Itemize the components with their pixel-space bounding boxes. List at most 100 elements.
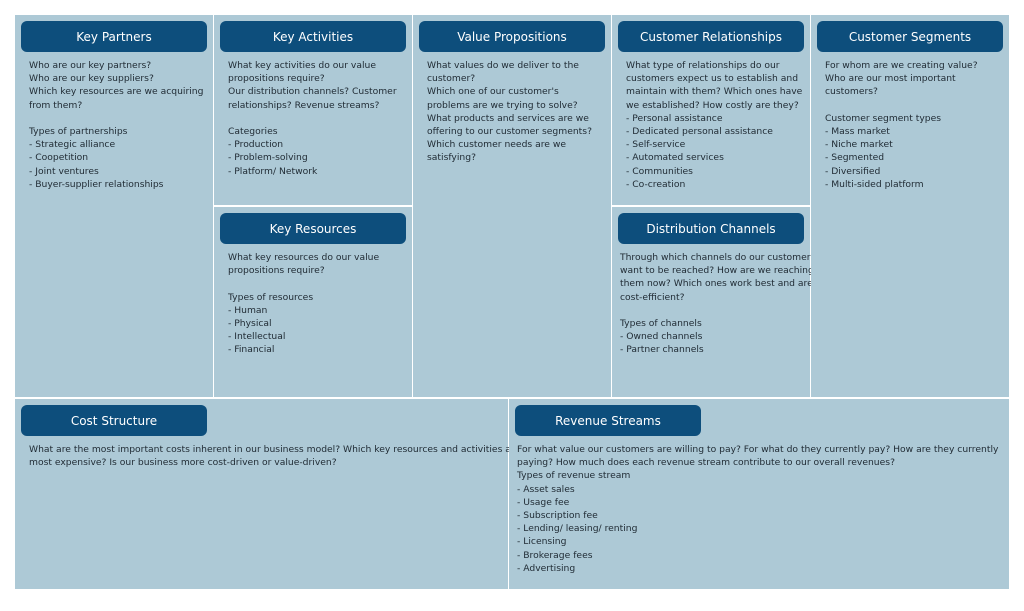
text-line: For what value our customers are willing… xyxy=(517,444,999,455)
text-line: cost-efficient? xyxy=(620,291,685,303)
key-resources-block: Key Resources What key resources do our … xyxy=(214,207,412,397)
customer-segments-header: Customer Segments xyxy=(817,21,1003,52)
text-line: offering to our customer segments? xyxy=(427,126,592,138)
text-line: we established? How costly are they? xyxy=(626,99,799,111)
text-line xyxy=(228,112,404,125)
text-line: - Usage fee xyxy=(517,496,570,508)
key-activities-header: Key Activities xyxy=(220,21,406,52)
text-line: - Platform/ Network xyxy=(228,165,318,177)
text-line: - Lending/ leasing/ renting xyxy=(517,523,638,535)
customer-segments-block: Customer Segments For whom are we creati… xyxy=(811,15,1009,397)
text-line: satisfying? xyxy=(427,152,476,164)
text-line: Who are our key partners? xyxy=(29,60,152,71)
text-line: Who are our most important xyxy=(825,73,956,85)
text-line: - Production xyxy=(228,139,284,151)
key-activities-block: Key Activities What key activities do ou… xyxy=(214,15,412,205)
business-model-canvas: Key Partners Who are our key partners?Wh… xyxy=(15,15,1009,589)
cost-structure-title: Cost Structure xyxy=(70,413,158,428)
text-line: - Physical xyxy=(228,318,272,329)
text-line: - Financial xyxy=(228,344,275,356)
text-line: - Niche market xyxy=(825,139,893,151)
text-line: - Personal assistance xyxy=(626,112,723,124)
key-activities-title: Key Activities xyxy=(272,29,354,44)
text-line: Types of partnerships xyxy=(29,126,128,137)
key-partners-title: Key Partners xyxy=(76,29,152,44)
key-resources-body: What key resources do our value propositi… xyxy=(228,251,404,357)
text-line: - Intellectual xyxy=(228,331,286,343)
text-line: Through which channels do our customers xyxy=(620,252,816,263)
text-line: relationships? Revenue streams? xyxy=(228,99,380,111)
text-line: - Coopetition xyxy=(29,152,89,164)
text-line xyxy=(825,99,1001,112)
text-line: from them? xyxy=(29,99,83,111)
customer-segments-title: Customer Segments xyxy=(848,29,972,44)
cost-structure-header: Cost Structure xyxy=(21,405,207,436)
revenue-streams-header: Revenue Streams xyxy=(515,405,701,436)
text-line: customers? xyxy=(825,86,878,98)
distribution-channels-body: Through which channels do our customers w… xyxy=(620,251,816,357)
customer-relationships-block: Customer Relationships What type of rela… xyxy=(612,15,810,205)
text-line: Which one of our customer's xyxy=(427,86,559,98)
text-line: - Problem-solving xyxy=(228,152,308,164)
text-line: - Diversified xyxy=(825,165,881,177)
text-line: Our distribution channels? Customer xyxy=(228,86,397,98)
text-line: them now? Which ones work best and are xyxy=(620,278,813,290)
text-line: want to be reached? How are we reaching xyxy=(620,265,814,277)
value-propositions-header: Value Propositions xyxy=(419,21,605,52)
text-line: - Dedicated personal assistance xyxy=(626,126,773,138)
text-line: propositions require? xyxy=(228,265,325,277)
text-line: What type of relationships do our xyxy=(626,60,780,71)
text-line: - Co-creation xyxy=(626,178,686,190)
text-line: Categories xyxy=(228,126,278,137)
text-line: most expensive? Is our business more cos… xyxy=(29,457,337,469)
text-line: - Buyer-supplier relationships xyxy=(29,178,164,190)
value-propositions-title: Value Propositions xyxy=(457,29,567,44)
cost-structure-body: What are the most important costs inhere… xyxy=(29,443,521,469)
cost-structure-block: Cost Structure What are the most importa… xyxy=(15,399,521,589)
text-line: - Automated services xyxy=(626,152,724,164)
key-activities-body: What key activities do our value proposit… xyxy=(228,59,404,178)
text-line: What key resources do our value xyxy=(228,252,380,263)
text-line: - Partner channels xyxy=(620,344,704,356)
text-line: What are the most important costs inhere… xyxy=(29,444,521,455)
text-line: What values do we deliver to the xyxy=(427,60,579,71)
text-line: - Asset sales xyxy=(517,483,575,495)
distribution-channels-header: Distribution Channels xyxy=(618,213,804,244)
key-partners-body: Who are our key partners? Who are our key… xyxy=(29,59,205,191)
key-partners-header: Key Partners xyxy=(21,21,207,52)
revenue-streams-body: For what value our customers are willing… xyxy=(517,443,1001,575)
text-line: maintain with them? Which ones have xyxy=(626,86,803,98)
text-line: - Human xyxy=(228,304,268,316)
text-line: - Mass market xyxy=(825,126,890,137)
text-line: Which customer needs are we xyxy=(427,139,567,151)
customer-relationships-header: Customer Relationships xyxy=(618,21,804,52)
customer-segments-body: For whom are we creating value?Who are o… xyxy=(825,59,1001,191)
key-resources-title: Key Resources xyxy=(269,221,357,236)
text-line: Types of channels xyxy=(620,318,702,329)
text-line xyxy=(228,277,404,290)
text-line: Which key resources are we acquiring xyxy=(29,86,204,98)
text-line: Who are our key suppliers? xyxy=(29,73,154,85)
text-line: Types of revenue stream xyxy=(517,470,631,482)
value-propositions-block: Value Propositions What values do we del… xyxy=(413,15,611,397)
text-line: paying? How much does each revenue strea… xyxy=(517,457,895,469)
text-line: Customer segment types xyxy=(825,112,942,124)
text-line: - Joint ventures xyxy=(29,165,99,177)
customer-relationships-title: Customer Relationships xyxy=(639,29,783,44)
distribution-channels-title: Distribution Channels xyxy=(646,221,776,236)
text-line: - Communities xyxy=(626,165,693,177)
revenue-streams-block: Revenue Streams For what value our custo… xyxy=(509,399,1009,589)
text-line: - Subscription fee xyxy=(517,510,598,522)
text-line: customers expect us to establish and xyxy=(626,73,799,85)
text-line xyxy=(620,304,802,317)
text-line: propositions require? xyxy=(228,73,325,85)
text-line: - Strategic alliance xyxy=(29,139,116,151)
text-line: problems are we trying to solve? xyxy=(427,99,578,111)
text-line: - Advertising xyxy=(517,562,576,574)
text-line: - Brokerage fees xyxy=(517,549,593,561)
text-line: Types of resources xyxy=(228,291,314,303)
text-line: What key activities do our value xyxy=(228,60,377,71)
text-line: - Segmented xyxy=(825,152,885,164)
text-line: customer? xyxy=(427,73,476,85)
distribution-channels-block: Distribution Channels Through which chan… xyxy=(612,207,816,397)
